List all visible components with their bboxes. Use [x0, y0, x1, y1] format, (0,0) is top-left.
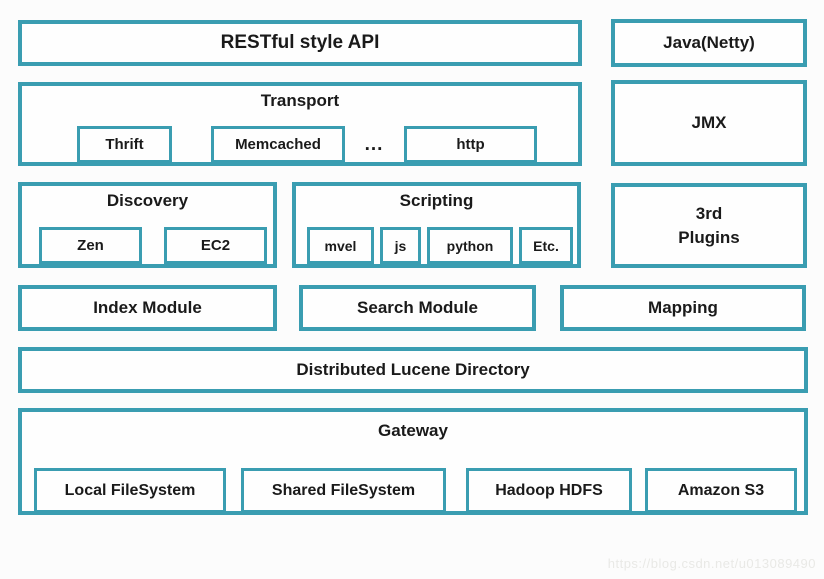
gateway-item-local-filesystem: Local FileSystem [34, 468, 226, 513]
hadoop-hdfs-label: Hadoop HDFS [495, 481, 603, 499]
java-netty-label: Java(Netty) [663, 33, 755, 52]
restful-api-box: RESTful style API [18, 20, 582, 66]
search-module-label: Search Module [357, 298, 478, 317]
discovery-item-zen: Zen [39, 227, 142, 264]
gateway-item-amazon-s3: Amazon S3 [645, 468, 797, 513]
thrift-label: Thrift [105, 136, 144, 153]
mapping-box: Mapping [560, 285, 806, 331]
ellipsis-more-protocols: ... [364, 133, 384, 155]
memcached-label: Memcached [235, 136, 321, 153]
js-label: js [394, 237, 407, 254]
etc-label: Etc. [533, 237, 559, 254]
discovery-title: Discovery [106, 191, 189, 210]
discovery-box: Discovery Zen EC2 [18, 182, 277, 268]
amazon-s3-label: Amazon S3 [677, 481, 765, 499]
ec2-label: EC2 [200, 237, 231, 254]
third-party-plugins-box: 3rd Plugins [611, 183, 807, 268]
index-module-label: Index Module [93, 298, 202, 317]
mapping-label: Mapping [648, 298, 718, 317]
mvel-label: mvel [324, 237, 357, 254]
java-netty-box: Java(Netty) [611, 19, 807, 67]
gateway-item-shared-filesystem: Shared FileSystem [241, 468, 446, 513]
gateway-item-hadoop-hdfs: Hadoop HDFS [466, 468, 632, 513]
plugins-line1: 3rd [695, 203, 723, 223]
scripting-item-mvel: mvel [307, 227, 374, 264]
scripting-title: Scripting [399, 191, 474, 210]
scripting-item-python: python [427, 227, 513, 264]
search-module-box: Search Module [299, 285, 536, 331]
local-filesystem-label: Local FileSystem [64, 481, 196, 499]
transport-item-memcached: Memcached [211, 126, 345, 163]
python-label: python [446, 237, 494, 254]
transport-title: Transport [260, 91, 340, 110]
lucene-directory-box: Distributed Lucene Directory [18, 347, 808, 393]
plugins-line2: Plugins [678, 227, 740, 247]
jmx-label: JMX [691, 113, 727, 132]
watermark-url: https://blog.csdn.net/u013089490 [607, 556, 816, 571]
gateway-title: Gateway [378, 421, 448, 440]
shared-filesystem-label: Shared FileSystem [271, 481, 416, 499]
gateway-box: Gateway Local FileSystem Shared FileSyst… [18, 408, 808, 515]
zen-label: Zen [77, 237, 104, 254]
restful-api-label: RESTful style API [220, 32, 380, 53]
scripting-item-etc: Etc. [519, 227, 573, 264]
lucene-directory-label: Distributed Lucene Directory [296, 360, 530, 379]
scripting-item-js: js [380, 227, 421, 264]
transport-item-http: http [404, 126, 537, 163]
discovery-item-ec2: EC2 [164, 227, 267, 264]
scripting-box: Scripting mvel js python Etc. [292, 182, 581, 268]
transport-item-thrift: Thrift [77, 126, 172, 163]
jmx-box: JMX [611, 80, 807, 166]
http-label: http [456, 136, 485, 153]
transport-box: Transport Thrift Memcached ... http [18, 82, 582, 166]
index-module-box: Index Module [18, 285, 277, 331]
